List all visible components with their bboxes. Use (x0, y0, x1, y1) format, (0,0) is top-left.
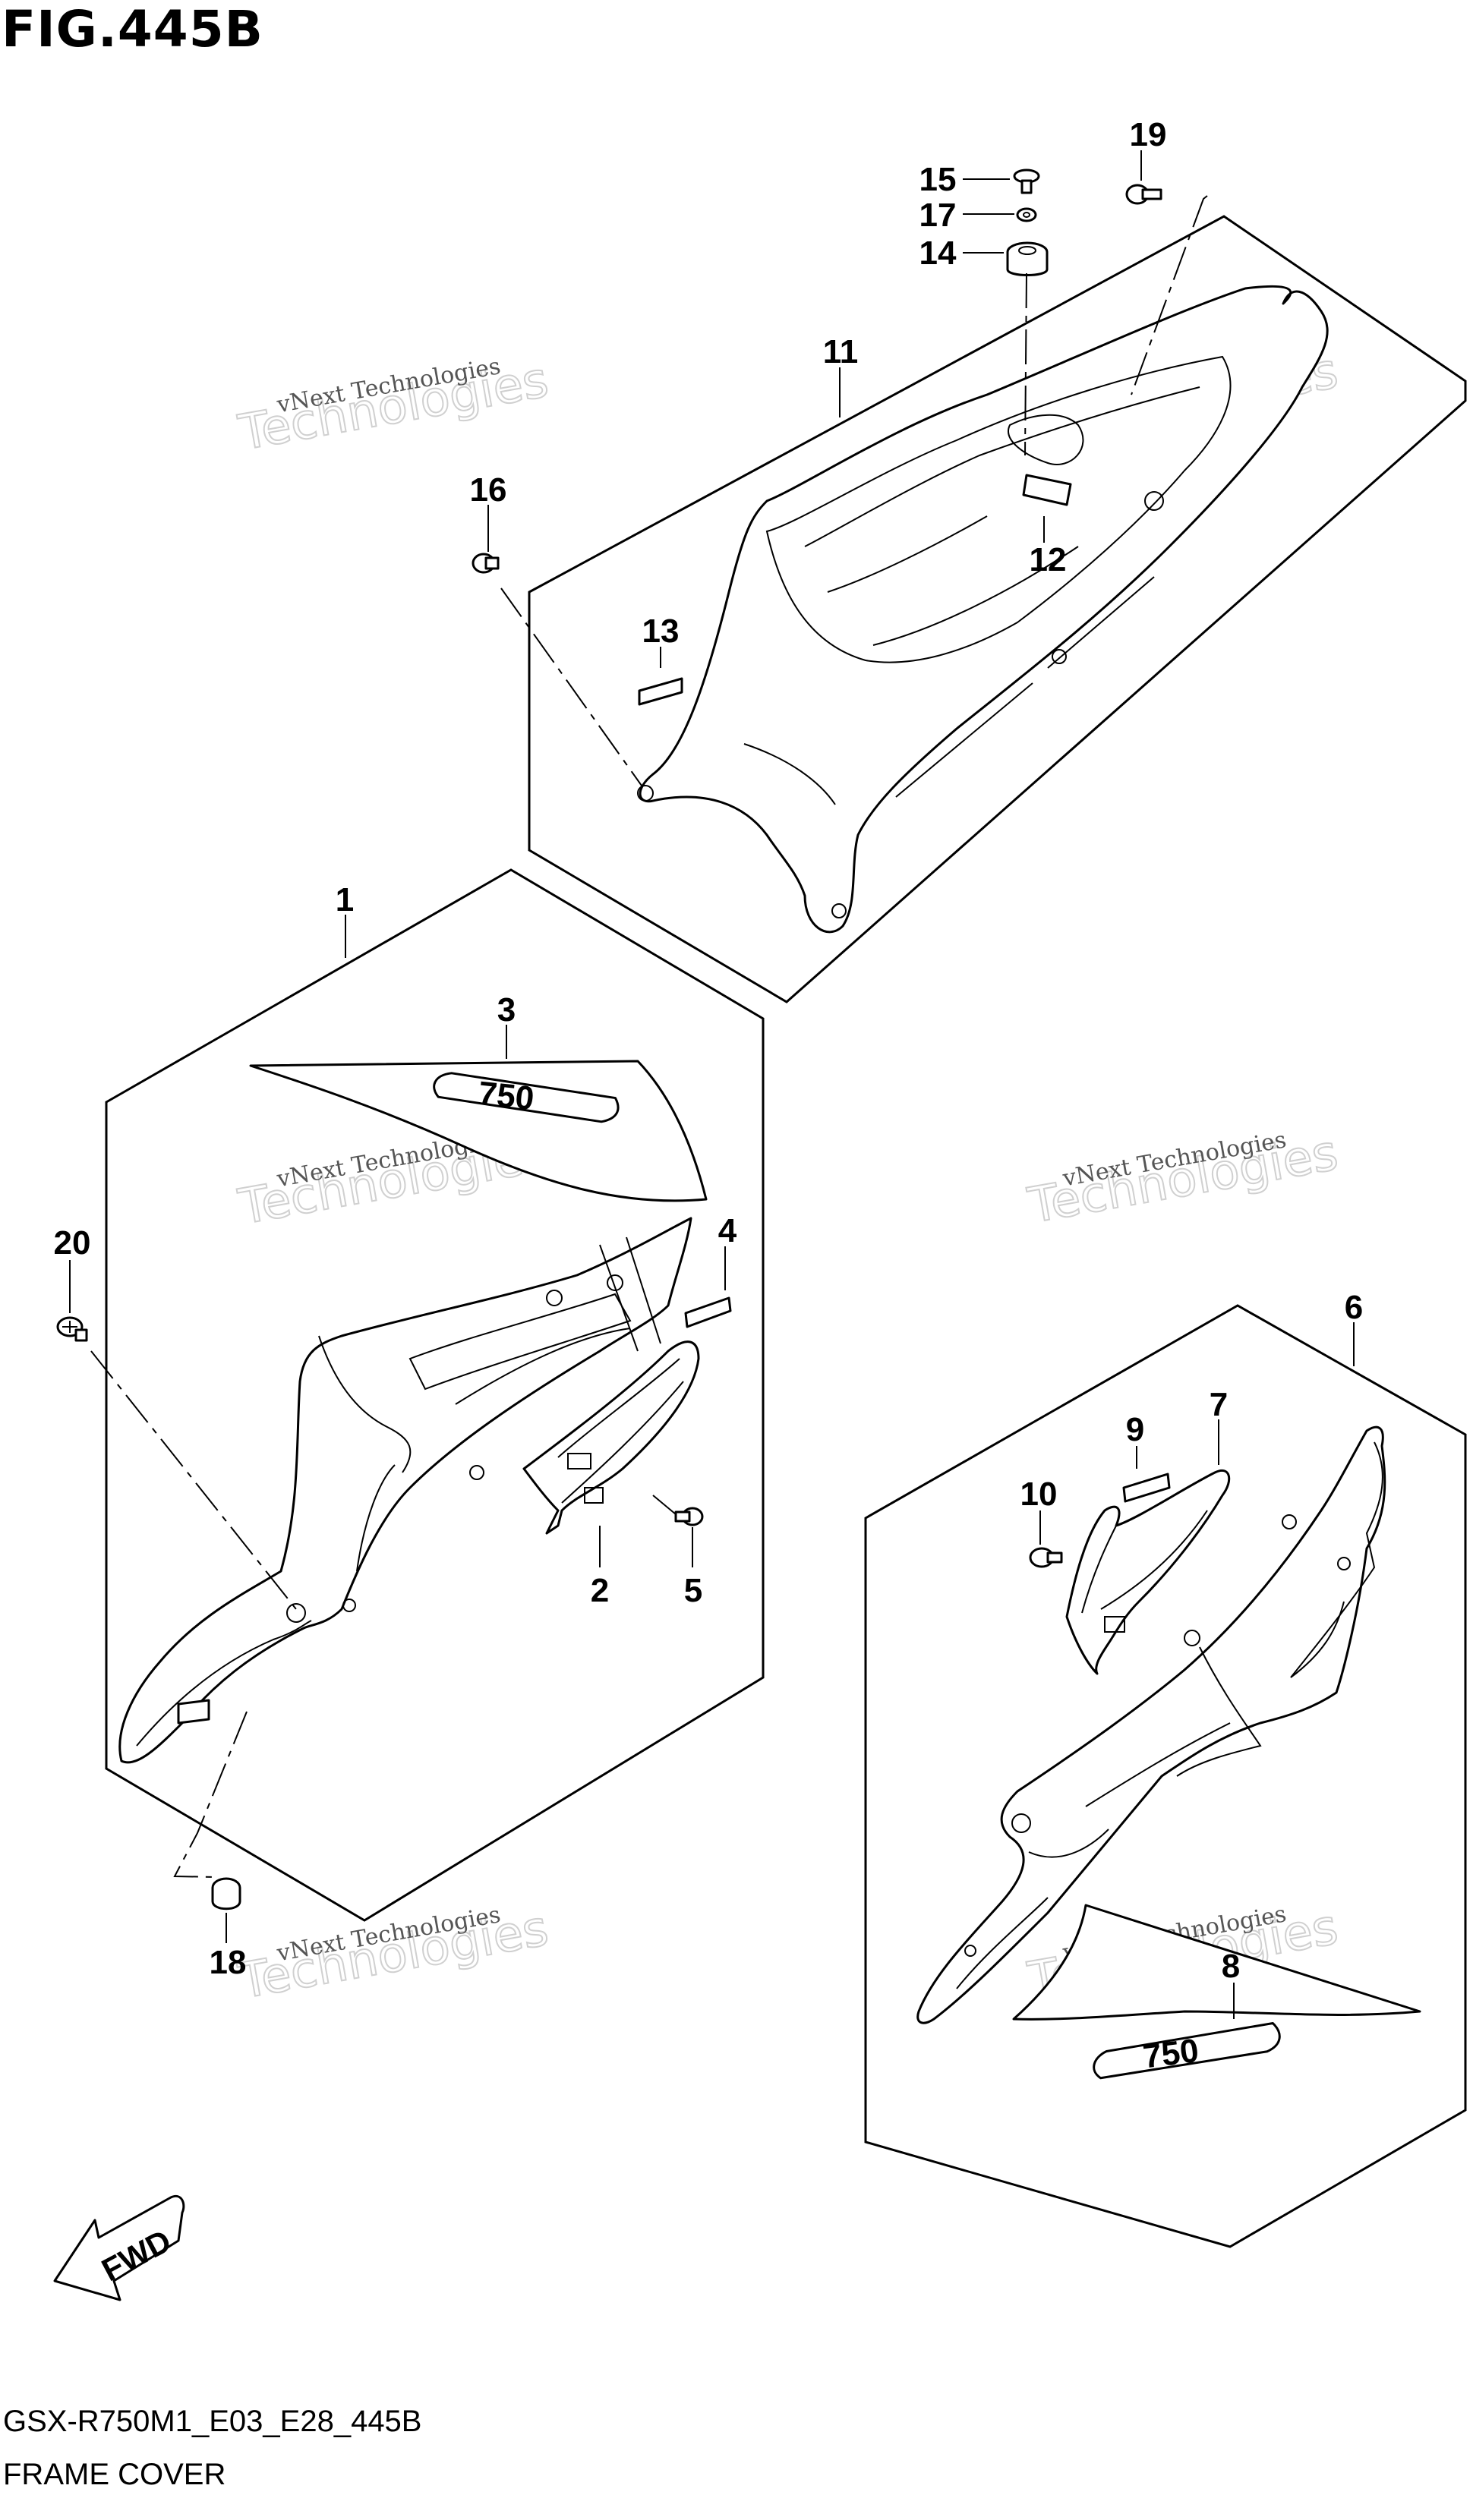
assembly-line-15 (1024, 272, 1027, 456)
callout-8: 8 (1222, 1948, 1240, 1985)
watermark-top-left: Technologies vNext Technologies (234, 351, 554, 462)
callout-2: 2 (591, 1572, 609, 1609)
nut-16[interactable] (472, 553, 500, 574)
assembly-line-20 (90, 1350, 297, 1610)
callout-14: 14 (919, 235, 957, 272)
cushion-14[interactable] (1006, 241, 1049, 276)
label-decal-13[interactable] (638, 677, 683, 706)
screw-15[interactable] (1013, 169, 1040, 194)
callout-19: 19 (1130, 116, 1167, 153)
callout-20: 20 (54, 1224, 91, 1262)
screw-20[interactable] (56, 1316, 88, 1342)
decal-text: 750 (1141, 2032, 1201, 2076)
label-4[interactable] (684, 1296, 732, 1328)
assembly-box-left (105, 868, 765, 1922)
screw-10[interactable] (1029, 1547, 1063, 1568)
callout-1: 1 (336, 881, 354, 918)
seat-tail-cover[interactable] (637, 285, 1329, 934)
assembly-line-18 (173, 1711, 248, 1878)
bolt-19[interactable] (1125, 184, 1162, 205)
frame-cover-right[interactable] (916, 1425, 1386, 2024)
bracket-2[interactable] (522, 1340, 700, 1535)
bracket-7[interactable] (1065, 1469, 1231, 1675)
label-9[interactable] (1122, 1473, 1171, 1503)
decal-8[interactable]: 750 (1012, 1904, 1421, 2080)
watermark-bottom-left: Technologies vNext Technologies (234, 1900, 554, 2011)
assembly-line-16 (500, 587, 642, 786)
watermark-mid-right: Technologies vNext Technologies (1024, 1124, 1343, 1235)
callout-17: 17 (919, 197, 957, 234)
callout-6: 6 (1345, 1289, 1363, 1326)
frame-cover-left[interactable] (118, 1217, 692, 1764)
figure-title: FIG.445B (2, 0, 263, 58)
model-code: GSX-R750M1_E03_E28_445B (3, 2405, 422, 2438)
callout-11: 11 (823, 333, 859, 370)
washer-17[interactable] (1016, 207, 1037, 222)
callout-9: 9 (1126, 1411, 1144, 1448)
screw-5[interactable] (674, 1507, 704, 1526)
callout-5: 5 (684, 1572, 702, 1609)
section-name: FRAME COVER (3, 2458, 226, 2491)
assembly-box-right (864, 1304, 1467, 2248)
assembly-line-19 (1131, 195, 1208, 395)
callout-15: 15 (919, 161, 957, 198)
assembly-line-5 (652, 1495, 677, 1515)
callout-18: 18 (210, 1944, 247, 1981)
decal-3[interactable]: 750 (249, 1060, 708, 1202)
callout-12: 12 (1030, 541, 1067, 578)
callout-13: 13 (642, 613, 680, 650)
label-decal-12[interactable] (1022, 474, 1072, 506)
assembly-box-top (528, 215, 1467, 1003)
fwd-arrow-icon: FWD (53, 2194, 185, 2301)
grommet-18[interactable] (211, 1877, 241, 1910)
callout-7: 7 (1210, 1386, 1228, 1423)
callout-10: 10 (1020, 1476, 1058, 1513)
decal-text: 750 (477, 1075, 536, 1117)
callout-4: 4 (718, 1212, 737, 1249)
callout-3: 3 (497, 991, 516, 1028)
callout-16: 16 (470, 471, 507, 509)
callout-leaders (69, 150, 1355, 2019)
